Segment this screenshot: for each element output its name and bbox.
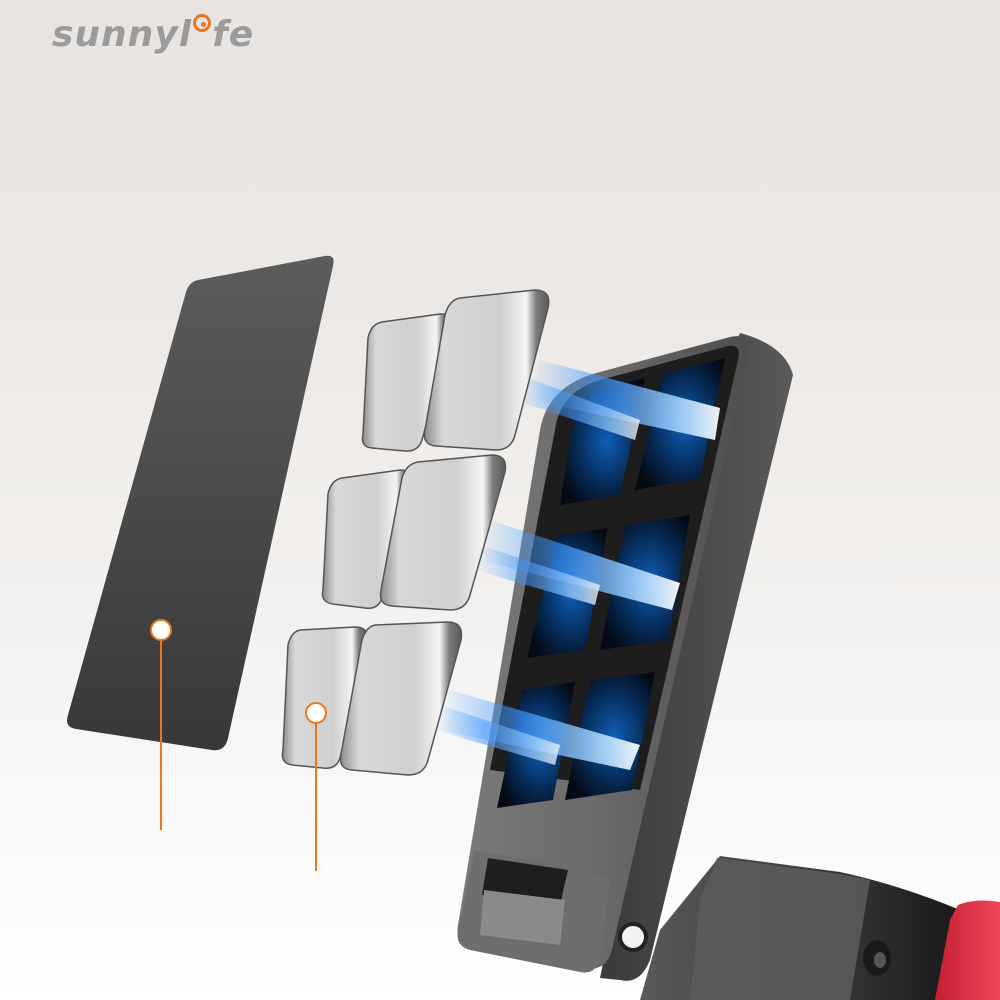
callout-line-magnets — [315, 724, 317, 871]
logo-text-left: sunnyl — [52, 14, 193, 55]
magnet — [339, 621, 463, 776]
brand-logo: sunnyl fe — [52, 14, 254, 56]
logo-sun-icon — [193, 14, 212, 32]
magnet — [423, 289, 550, 451]
callout-line-plate — [160, 641, 162, 830]
callout-dot-magnets[interactable] — [305, 702, 327, 724]
magnet-array — [281, 289, 550, 776]
clamp-base — [640, 856, 1000, 1000]
hinge-pin — [618, 922, 648, 952]
magnetic-field-beams — [435, 360, 720, 770]
callout-dot-plate[interactable] — [150, 619, 172, 641]
magnet — [379, 454, 507, 611]
metal-plate — [67, 255, 334, 751]
logo-text-right: fe — [212, 14, 255, 55]
